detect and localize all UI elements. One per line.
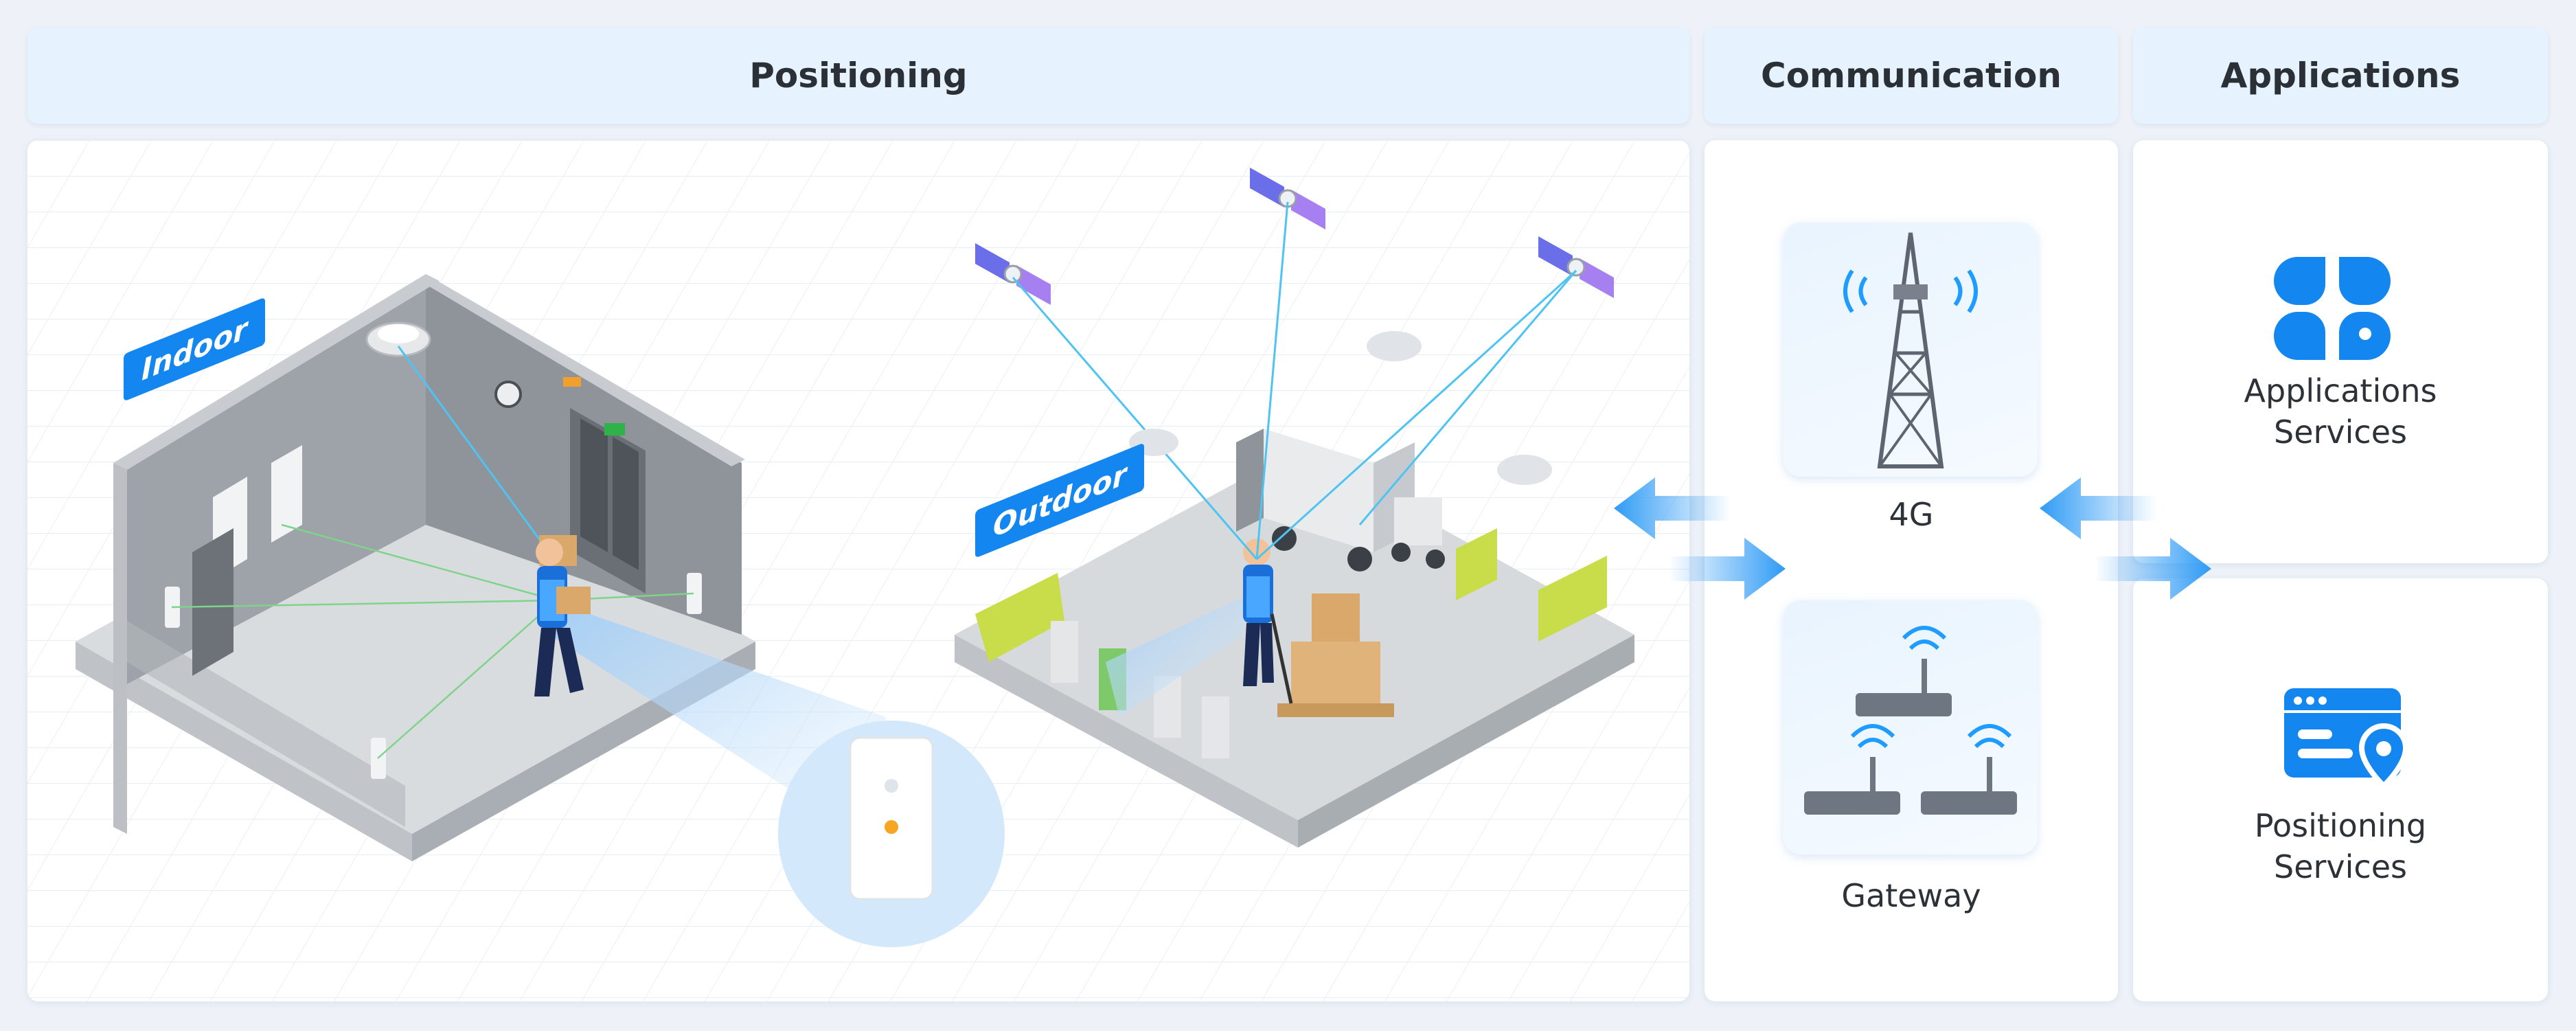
- satellite-links: [1012, 201, 1577, 560]
- applications-services-line2: Services: [2274, 413, 2407, 451]
- positioning-services-icon: [2284, 688, 2409, 790]
- gateway-tile: [1783, 600, 2038, 854]
- header-applications-text: Applications: [2220, 56, 2461, 95]
- header-communication-text: Communication: [1761, 56, 2062, 95]
- communication-panel: 4G Gateway: [1705, 140, 2118, 1001]
- positioning-panel: Indoor Outdoor: [27, 140, 1689, 1001]
- applications-icon: [2274, 257, 2391, 360]
- positioning-services-line2: Services: [2274, 848, 2407, 885]
- header-communication: Communication: [1705, 27, 2118, 124]
- positioning-services-line1: Positioning: [2254, 807, 2427, 844]
- header-positioning: Positioning: [27, 27, 1689, 124]
- gateway-label: Gateway: [1841, 877, 1981, 914]
- tracker-device: [778, 721, 1005, 947]
- applications-services-card: Applications Services: [2133, 140, 2548, 563]
- cell-tower-icon: [1843, 232, 1978, 468]
- positioning-services-card: Positioning Services: [2133, 578, 2548, 1001]
- gateway-icon: [1804, 626, 2017, 815]
- header-applications: Applications: [2133, 27, 2548, 124]
- outdoor-area: [955, 429, 1634, 848]
- applications-services-line1: Applications: [2244, 372, 2437, 409]
- tower-label: 4G: [1889, 496, 1934, 533]
- positioning-scene: [27, 140, 1689, 1001]
- satellite-icon: [975, 168, 1614, 305]
- tower-tile: [1783, 223, 2038, 477]
- header-positioning-text: Positioning: [749, 56, 968, 95]
